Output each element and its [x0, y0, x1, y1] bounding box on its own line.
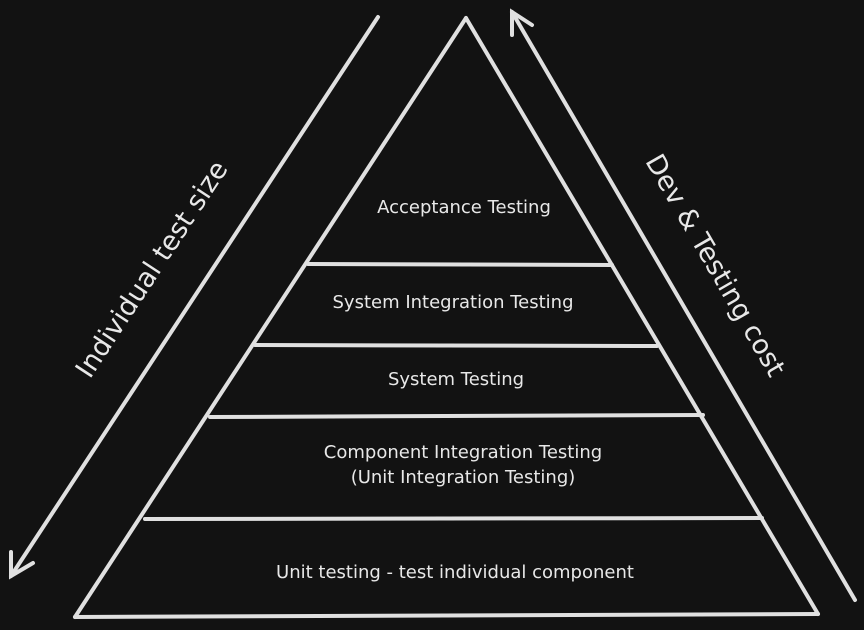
divider-4	[143, 516, 764, 521]
left-axis-line	[9, 15, 380, 578]
pyramid-base	[73, 612, 820, 619]
left-axis-arrowhead-icon	[9, 550, 35, 580]
left-axis: Individual test size	[9, 15, 380, 580]
layer-dividers	[143, 262, 764, 521]
pyramid-left-edge	[73, 16, 468, 619]
layer-label-acceptance: Acceptance Testing	[377, 197, 551, 218]
pyramid-right-edge	[464, 16, 820, 616]
divider-1	[306, 262, 614, 267]
layer-labels: Acceptance Testing System Integration Te…	[276, 197, 634, 583]
right-axis-line	[510, 10, 857, 602]
pyramid-outline	[73, 16, 820, 619]
left-axis-label: Individual test size	[70, 155, 235, 383]
divider-2	[253, 343, 659, 348]
layer-label-component-integration-sub: (Unit Integration Testing)	[351, 467, 576, 488]
layer-label-unit: Unit testing - test individual component	[276, 562, 634, 583]
layer-label-system-integration: System Integration Testing	[332, 292, 573, 313]
layer-label-system: System Testing	[388, 369, 524, 390]
right-axis-arrowhead-icon	[510, 8, 534, 37]
divider-3	[208, 413, 705, 419]
layer-label-component-integration: Component Integration Testing	[324, 442, 602, 463]
